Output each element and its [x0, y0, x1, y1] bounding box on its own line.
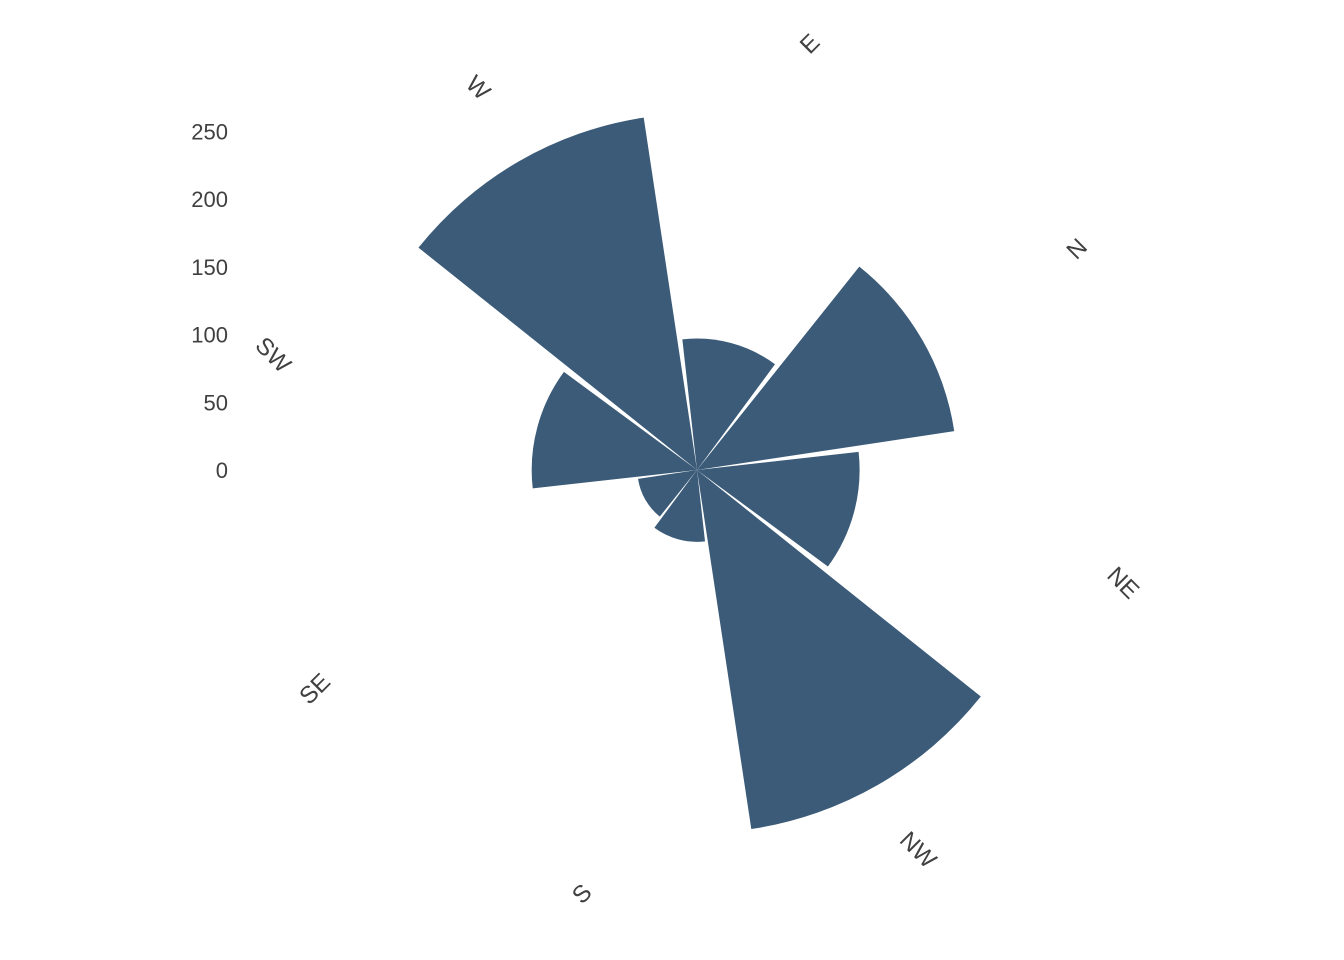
direction-label-s: S: [567, 879, 597, 909]
radial-tick-label: 250: [191, 119, 228, 144]
bar-sw: [531, 371, 697, 489]
bar-w: [418, 117, 697, 470]
radial-tick-label: 50: [204, 390, 228, 415]
radial-tick-label: 0: [216, 458, 228, 483]
radial-tick-label: 200: [191, 187, 228, 212]
direction-label-sw: SW: [250, 332, 297, 379]
radial-tick-label: 100: [191, 323, 228, 348]
bar-nw: [697, 470, 981, 830]
radial-tick-label: 150: [191, 255, 228, 280]
direction-label-e: E: [795, 29, 825, 59]
direction-label-nw: NW: [894, 827, 942, 875]
radial-axis: 0 50 100 150 200 250: [191, 119, 228, 483]
direction-label-n: N: [1062, 234, 1093, 265]
direction-label-w: W: [460, 71, 495, 106]
bar-e: [682, 338, 775, 470]
bar-n: [697, 266, 955, 470]
direction-label-ne: NE: [1101, 562, 1144, 605]
direction-label-se: SE: [294, 668, 336, 710]
bar-ne: [697, 451, 860, 567]
bar-se: [638, 470, 697, 517]
bars-layer: [418, 117, 981, 830]
bar-s: [654, 470, 706, 542]
